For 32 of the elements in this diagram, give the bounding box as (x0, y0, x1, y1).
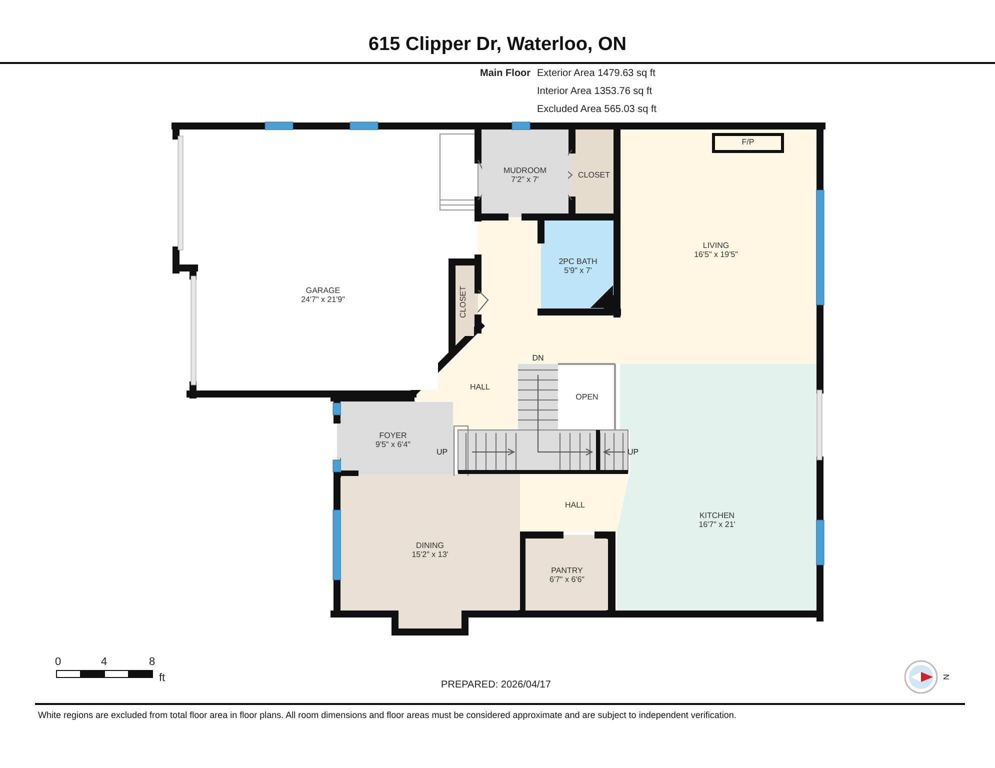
scale-number: 0 (54, 656, 62, 668)
dining-room (341, 476, 520, 610)
room-label: CLOSET (458, 286, 468, 318)
floor-name: Main Floor (480, 68, 531, 79)
room-label: HALL (565, 500, 585, 510)
north-label: N (942, 674, 950, 680)
room-label: LIVING 16'5" x 19'5" (694, 241, 738, 259)
scale-number: 8 (148, 656, 156, 668)
fireplace (712, 133, 784, 153)
area-text: Interior Area 1353.76 sq ft (537, 86, 652, 97)
title: 615 Clipper Dr, Waterloo, ON (368, 34, 628, 56)
scale-unit: ft (158, 672, 166, 684)
room-label: GARAGE 24'7" x 21'9" (301, 286, 345, 304)
area-text: Excluded Area 565.03 sq ft (537, 104, 657, 115)
room-label: FOYER 9'5" x 6'4" (376, 431, 410, 449)
room-label: F/P (742, 138, 754, 146)
room-label: CLOSET (578, 170, 610, 180)
room-label: KITCHEN 16'7" x 21' (698, 511, 736, 529)
room-label: HALL (470, 382, 490, 392)
room-label: PANTRY 6'7" x 6'6" (550, 566, 584, 584)
room-label: MUDROOM 7'2" x 7' (503, 166, 547, 184)
foyer-room (341, 402, 453, 470)
area-text: Exterior Area 1479.63 sq ft (537, 68, 656, 79)
stair-label: UP (436, 448, 448, 456)
disclaimer-text: White regions are excluded from total floor area in floor plans. All room dimensions and floor areas must be considered approximate and are subject to independent verification. (38, 710, 736, 720)
stair-label: DN (532, 354, 544, 362)
prepared-date: PREPARED: 2026/04/17 (441, 680, 551, 690)
stair-label: UP (627, 448, 639, 456)
scale-number: 4 (100, 656, 108, 668)
room-label: DINING 15'2" x 13' (412, 541, 448, 559)
room-label: 2PC BATH 5'9" x 7' (558, 257, 598, 275)
room-label: OPEN (576, 392, 598, 402)
